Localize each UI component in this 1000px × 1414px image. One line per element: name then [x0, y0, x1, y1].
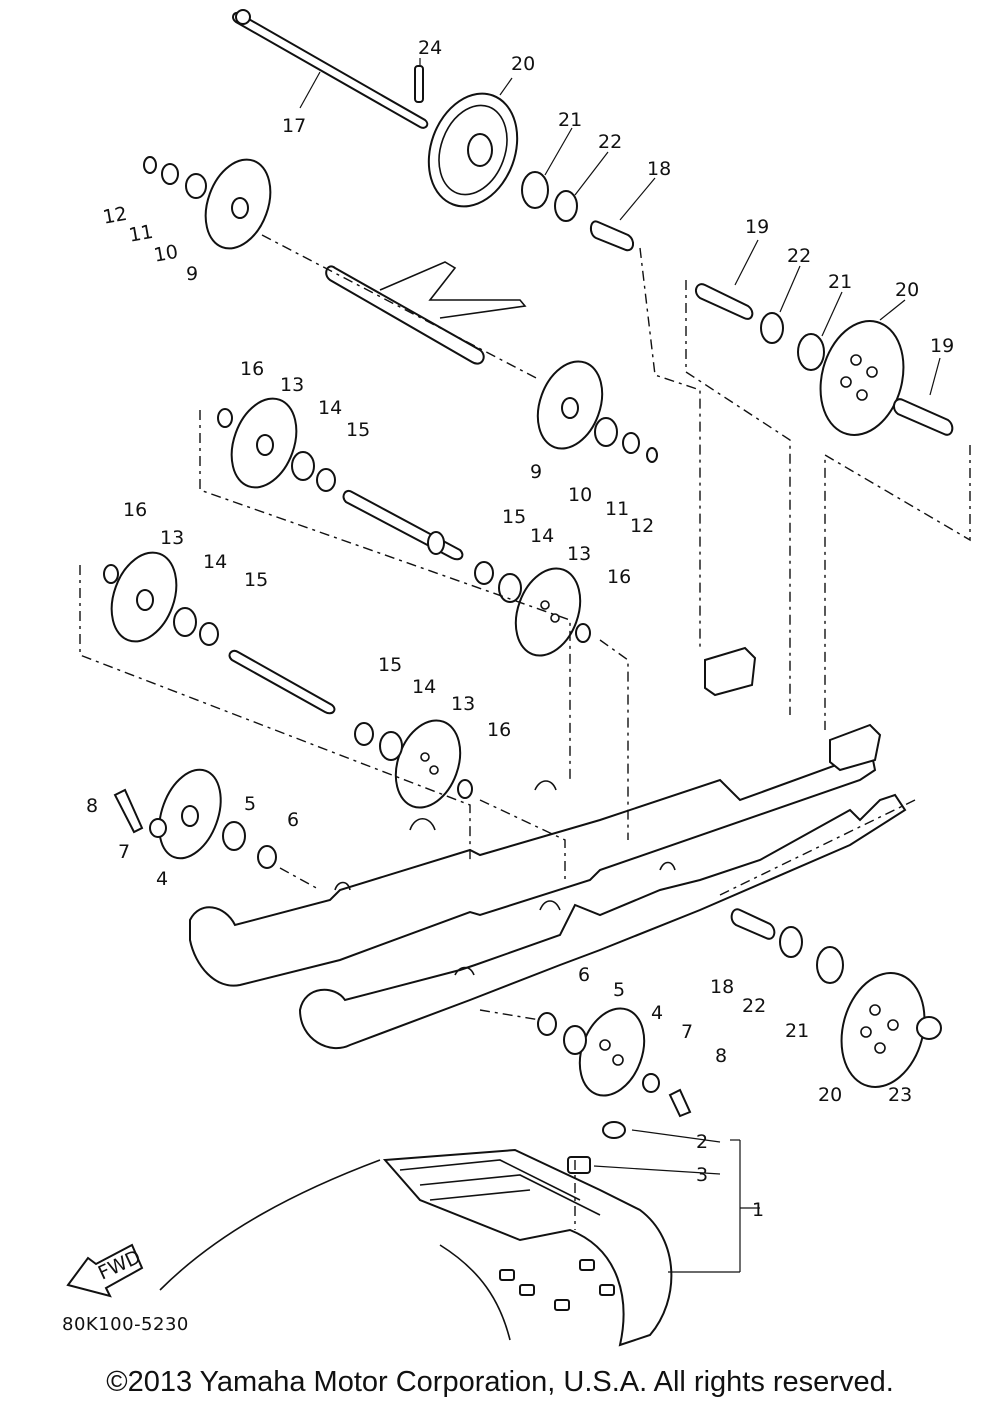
- part-label: 9: [530, 461, 542, 483]
- part-label: 24: [418, 37, 442, 59]
- part-label: 5: [244, 793, 256, 815]
- track-assembly: [159, 1148, 673, 1347]
- part-label: 15: [346, 419, 370, 441]
- small-parts: [103, 156, 954, 1174]
- part-label: 22: [787, 245, 811, 267]
- part-label: 20: [818, 1084, 842, 1106]
- assembly-guide-lines: [79, 234, 971, 1230]
- part-label: 5: [613, 979, 625, 1001]
- part-label: 17: [282, 115, 306, 137]
- part-label: 11: [127, 221, 155, 247]
- part-label: 12: [101, 203, 129, 229]
- part-label: 13: [280, 374, 304, 396]
- part-label: 12: [630, 515, 654, 537]
- part-label: 10: [152, 241, 180, 267]
- part-label: 2: [696, 1131, 708, 1153]
- part-label: 8: [715, 1045, 727, 1067]
- part-label: 11: [605, 498, 629, 520]
- part-label: 21: [785, 1020, 809, 1042]
- part-label: 20: [511, 53, 535, 75]
- fwd-arrow-icon: FWD: [66, 1243, 144, 1298]
- part-label: 21: [828, 271, 852, 293]
- part-label: 13: [160, 527, 184, 549]
- part-label: 20: [895, 279, 919, 301]
- part-label: 6: [578, 964, 590, 986]
- part-labels: 24 20 17 21 22 18 12 11 10 9 19 22 21 20…: [86, 37, 954, 1221]
- part-label: 19: [745, 216, 769, 238]
- part-label: 15: [502, 506, 526, 528]
- slide-rail-assembly: [189, 261, 907, 1050]
- part-label: 9: [186, 263, 198, 285]
- shafts: [228, 9, 464, 715]
- part-label: 22: [598, 131, 622, 153]
- part-label: 13: [567, 543, 591, 565]
- part-label: 16: [240, 358, 264, 380]
- part-label: 7: [681, 1021, 693, 1043]
- part-label: 10: [568, 484, 592, 506]
- part-label: 6: [287, 809, 299, 831]
- part-label: 14: [203, 551, 227, 573]
- part-label: 16: [123, 499, 147, 521]
- part-label: 4: [156, 868, 168, 890]
- part-label: 22: [742, 995, 766, 1017]
- part-label: 23: [888, 1084, 912, 1106]
- part-label: 3: [696, 1164, 708, 1186]
- catalog-code: 80K100-5230: [62, 1314, 189, 1335]
- part-label: 4: [651, 1002, 663, 1024]
- wheels: [110, 92, 926, 1097]
- part-label: 7: [118, 841, 130, 863]
- part-label: 15: [244, 569, 268, 591]
- part-label: 21: [558, 109, 582, 131]
- part-label: 15: [378, 654, 402, 676]
- copyright-notice: ©2013 Yamaha Motor Corporation, U.S.A. A…: [106, 1366, 894, 1398]
- part-label: 18: [710, 976, 734, 998]
- part-label: 8: [86, 795, 98, 817]
- part-label: 16: [607, 566, 631, 588]
- part-label: 14: [412, 676, 436, 698]
- part-label: 16: [487, 719, 511, 741]
- part-label: 1: [752, 1199, 764, 1221]
- leader-lines: [299, 58, 941, 1273]
- part-label: 14: [318, 397, 342, 419]
- part-label: 18: [647, 158, 671, 180]
- part-label: 14: [530, 525, 554, 547]
- part-label: 19: [930, 335, 954, 357]
- part-label: 13: [451, 693, 475, 715]
